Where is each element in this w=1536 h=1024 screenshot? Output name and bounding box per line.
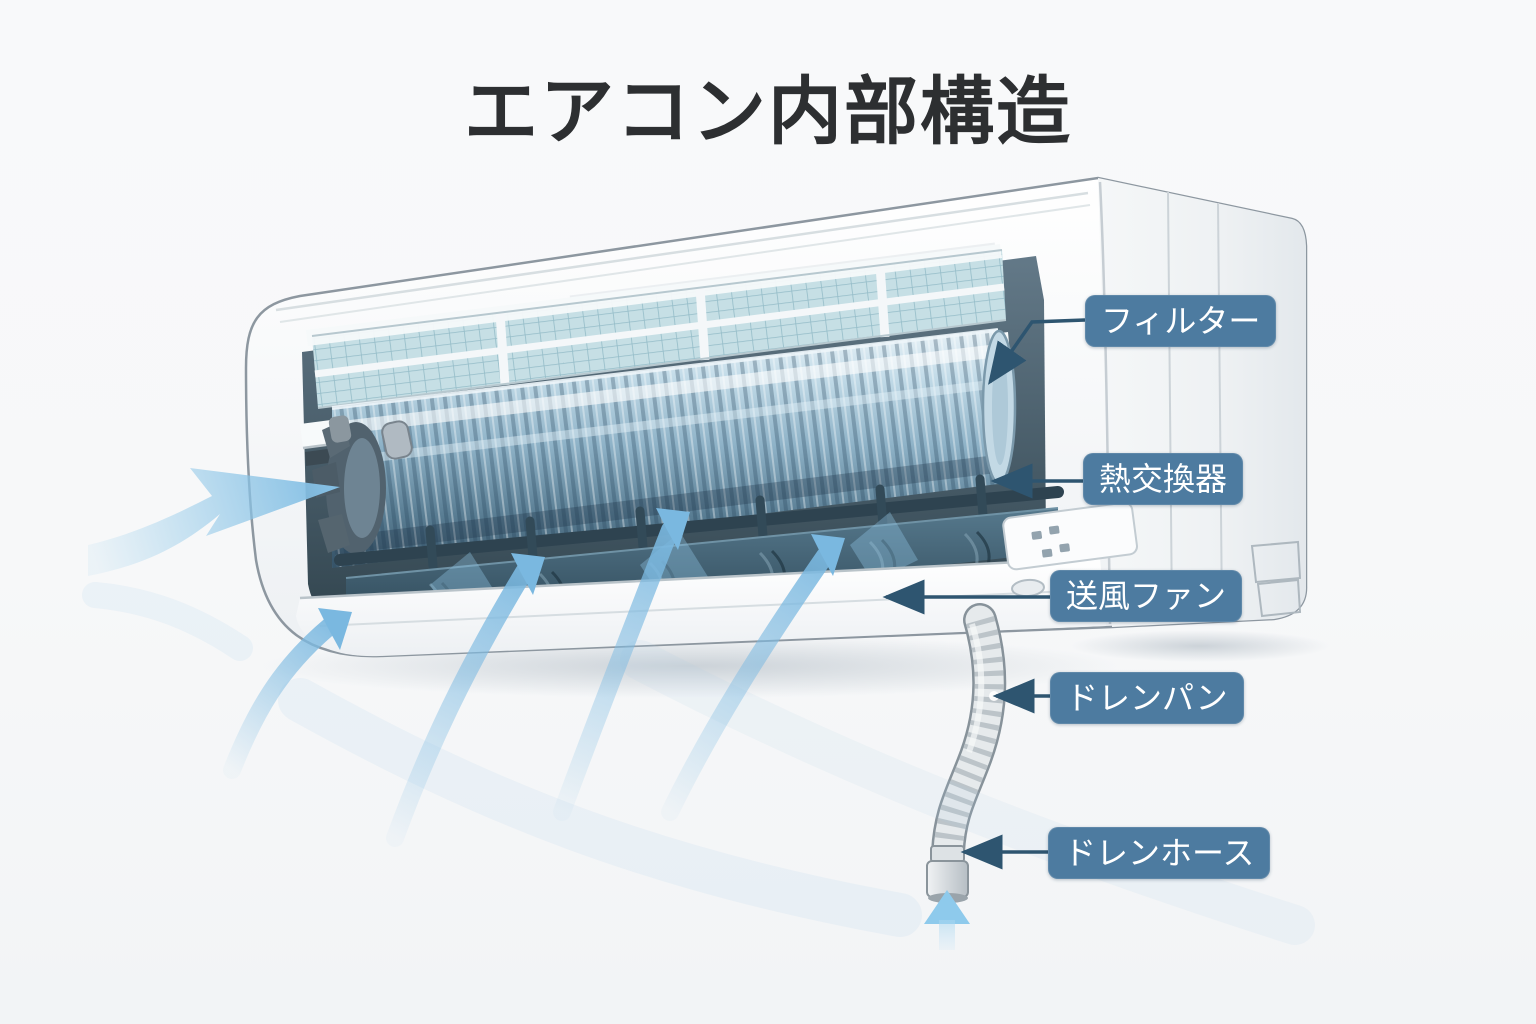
airflow-arrows <box>82 468 1315 950</box>
label-drain-pan: ドレンパン <box>1050 672 1244 724</box>
leader-lines <box>882 318 1086 870</box>
coil-left-bracket <box>312 415 413 554</box>
airflow-out-arrows <box>223 508 845 847</box>
drip-arrow <box>924 890 970 950</box>
air-filter <box>306 244 1007 409</box>
hose-coupler <box>930 845 965 863</box>
side-panel <box>1098 178 1307 627</box>
label-drain-hose: ドレンホース <box>1048 827 1271 879</box>
leader-filter <box>987 318 1086 385</box>
label-blower-fan: 送風ファン <box>1050 570 1243 622</box>
label-filter: フィルター <box>1085 295 1277 347</box>
control-panel <box>1002 501 1138 571</box>
diagram-title: エアコン内部構造 <box>464 70 1072 153</box>
label-heat-exchanger: 熱交換器 <box>1083 453 1244 505</box>
airflow-in-arrow <box>88 468 340 576</box>
